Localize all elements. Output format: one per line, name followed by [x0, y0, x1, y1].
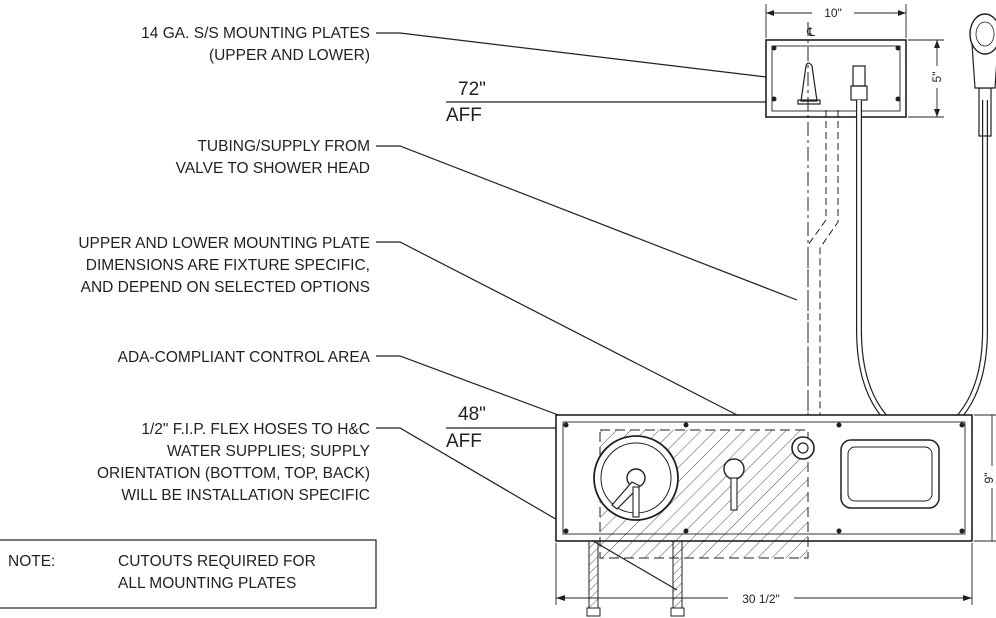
callout-dims-line3: AND DEPEND ON SELECTED OPTIONS [81, 279, 370, 296]
dim-upper-height: 5" [930, 72, 944, 83]
leader-ada [376, 355, 605, 433]
callout-ada-area: ADA-COMPLIANT CONTROL AREA [118, 349, 605, 433]
callout-tubing-line1: TUBING/SUPPLY FROM [197, 138, 370, 155]
note-frame [0, 539, 377, 609]
callout-tubing-line2: VALVE TO SHOWER HEAD [176, 160, 370, 177]
note-line2: ALL MOUNTING PLATES [118, 575, 296, 592]
upper-dimensions: 10" 5" ℄ [765, 4, 945, 118]
shower-hose-fill [857, 100, 987, 437]
callout-hoses-line2: WATER SUPPLIES; SUPPLY [167, 443, 370, 460]
shower-hose-outline [856, 100, 988, 438]
shower-head-icon [969, 13, 996, 55]
callout-hoses-line3: ORIENTATION (BOTTOM, TOP, BACK) [97, 465, 370, 482]
height-marker-upper: 72" AFF [446, 79, 766, 126]
flex-hose-hot [588, 540, 599, 610]
supply-tubing-left [807, 110, 827, 432]
callout-tubing: TUBING/SUPPLY FROM VALVE TO SHOWER HEAD [176, 138, 798, 301]
dim-upper-width: 10" [824, 6, 842, 20]
centerline-symbol: ℄ [806, 25, 815, 39]
upper-plate-screw [895, 45, 901, 51]
leader-dims [376, 241, 738, 416]
dim-lower-width: 30 1/2" [742, 592, 780, 606]
callout-ada-line1: ADA-COMPLIANT CONTROL AREA [118, 349, 371, 366]
upper-mounting-plate [765, 39, 907, 118]
shower-holder-base [797, 99, 821, 105]
callout-mounting-plates: 14 GA. S/S MOUNTING PLATES (UPPER AND LO… [141, 25, 767, 78]
callout-hoses-line4: WILL BE INSTALLATION SPECIFIC [121, 487, 370, 504]
valve-spout [632, 486, 640, 518]
diverter-handle [730, 477, 738, 511]
hose-outlet-icon [791, 436, 815, 460]
leader-tubing [376, 145, 798, 301]
callout-flex-hoses: 1/2" F.I.P. FLEX HOSES TO H&C WATER SUPP… [97, 421, 678, 591]
upper-plate-screw [895, 96, 901, 102]
height-marker-lower: 48" AFF [446, 404, 556, 452]
height-lower-value: 48" [458, 404, 486, 425]
lower-mounting-plate [555, 414, 973, 559]
upper-plate-screw [771, 45, 777, 51]
flex-hose-cold [672, 540, 683, 610]
note-label: NOTE: [8, 553, 55, 570]
upper-plate-screw [771, 96, 777, 102]
note-box: NOTE: CUTOUTS REQUIRED FOR ALL MOUNTING … [0, 539, 377, 609]
leader-plates [376, 32, 767, 78]
diverter-icon [723, 458, 745, 480]
callout-dims-line2: DIMENSIONS ARE FIXTURE SPECIFIC, [86, 257, 370, 274]
soap-dish-icon [840, 439, 940, 509]
supply-tubing-right [819, 110, 839, 432]
upper-plate-outer [765, 39, 907, 118]
lower-dimensions: 30 1/2" 9" [555, 414, 996, 606]
dim-lower-height: 9" [982, 473, 996, 484]
shower-holder-icon [800, 62, 818, 102]
callout-plates-line2: (UPPER AND LOWER) [209, 47, 370, 64]
callout-plate-dimensions: UPPER AND LOWER MOUNTING PLATE DIMENSION… [78, 235, 738, 416]
upper-plate-inner [771, 45, 901, 112]
height-upper-unit: AFF [446, 105, 482, 126]
note-line1: CUTOUTS REQUIRED FOR [118, 553, 316, 570]
height-lower-unit: AFF [446, 431, 482, 452]
callout-plates-line1: 14 GA. S/S MOUNTING PLATES [141, 25, 370, 42]
callout-dims-line1: UPPER AND LOWER MOUNTING PLATE [78, 235, 370, 252]
callout-hoses-line1: 1/2" F.I.P. FLEX HOSES TO H&C [141, 421, 370, 438]
height-upper-value: 72" [458, 79, 486, 100]
